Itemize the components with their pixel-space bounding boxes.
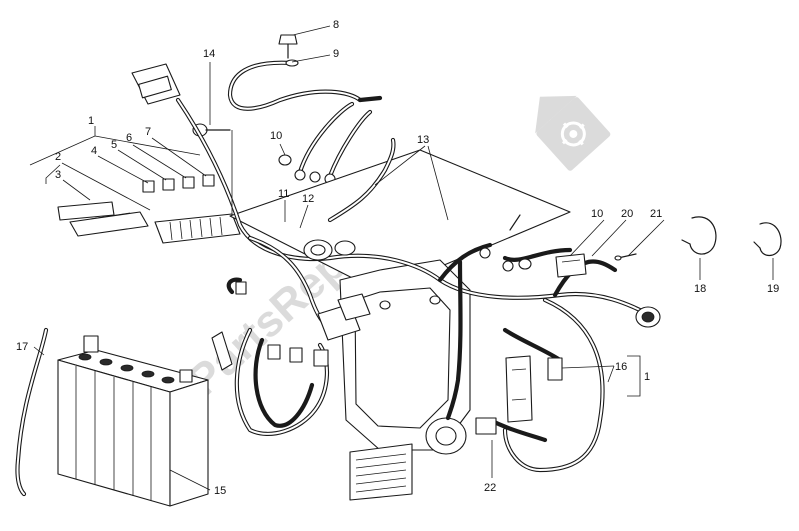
- battery: [57, 335, 209, 507]
- hose-clamp-19: [753, 222, 782, 257]
- callout-11: 11: [278, 188, 289, 200]
- callout-6: 6: [126, 132, 132, 144]
- callout-labels: 1 2 3 4 5 6 7 8 9 10 10 11 12 13 14 15 1…: [16, 19, 779, 497]
- callout-3: 3: [55, 169, 61, 181]
- small-connectors-left: [235, 281, 329, 367]
- relay-block: [317, 293, 371, 341]
- hose-clamp-18: [681, 216, 717, 255]
- bolt-8: [278, 34, 298, 59]
- callout-2: 2: [55, 151, 61, 163]
- callout-18: 18: [694, 283, 706, 295]
- callout-4: 4: [91, 145, 97, 157]
- fuse-holder: [505, 355, 533, 423]
- starter-relay: [425, 417, 467, 455]
- callout-19: 19: [767, 283, 779, 295]
- leader-lines: [29, 25, 774, 491]
- callout-15: 15: [214, 485, 226, 497]
- pin-21: [614, 253, 637, 261]
- callout-14: 14: [203, 48, 215, 60]
- callout-20: 20: [621, 208, 633, 220]
- bulb-socket: [211, 331, 233, 371]
- nut-10: [278, 154, 292, 166]
- breather-tube: [15, 327, 49, 497]
- callout-21: 21: [650, 208, 662, 220]
- fuse-box-cover: [57, 201, 149, 237]
- callout-16: 16: [615, 361, 627, 373]
- washer-10: [518, 258, 532, 270]
- callout-10-right: 10: [591, 208, 603, 220]
- callout-9: 9: [333, 48, 339, 60]
- battery-cable-top: [227, 60, 363, 111]
- ring-terminal-right: [479, 214, 521, 272]
- connector-20: [555, 253, 587, 278]
- callout-1-upper: 1: [88, 115, 94, 127]
- fuse-box-base: [154, 213, 241, 244]
- fuse-clips: [142, 174, 215, 193]
- multi-pin-connector-top: [131, 63, 181, 105]
- callout-22: 22: [484, 482, 496, 494]
- gear-icon: [535, 95, 611, 171]
- callout-17: 17: [16, 341, 28, 353]
- harness-grommet: [303, 239, 356, 261]
- callout-10-left: 10: [270, 130, 282, 142]
- fuse-16: [547, 357, 563, 381]
- callout-5: 5: [111, 139, 117, 151]
- callout-1-lower: 1: [644, 371, 650, 383]
- round-connector: [635, 306, 661, 328]
- callout-12: 12: [302, 193, 314, 205]
- connector-22: [475, 417, 497, 435]
- callout-8: 8: [333, 19, 339, 31]
- voltage-regulator: [349, 443, 413, 501]
- callout-13: 13: [417, 134, 429, 146]
- callout-7: 7: [145, 126, 151, 138]
